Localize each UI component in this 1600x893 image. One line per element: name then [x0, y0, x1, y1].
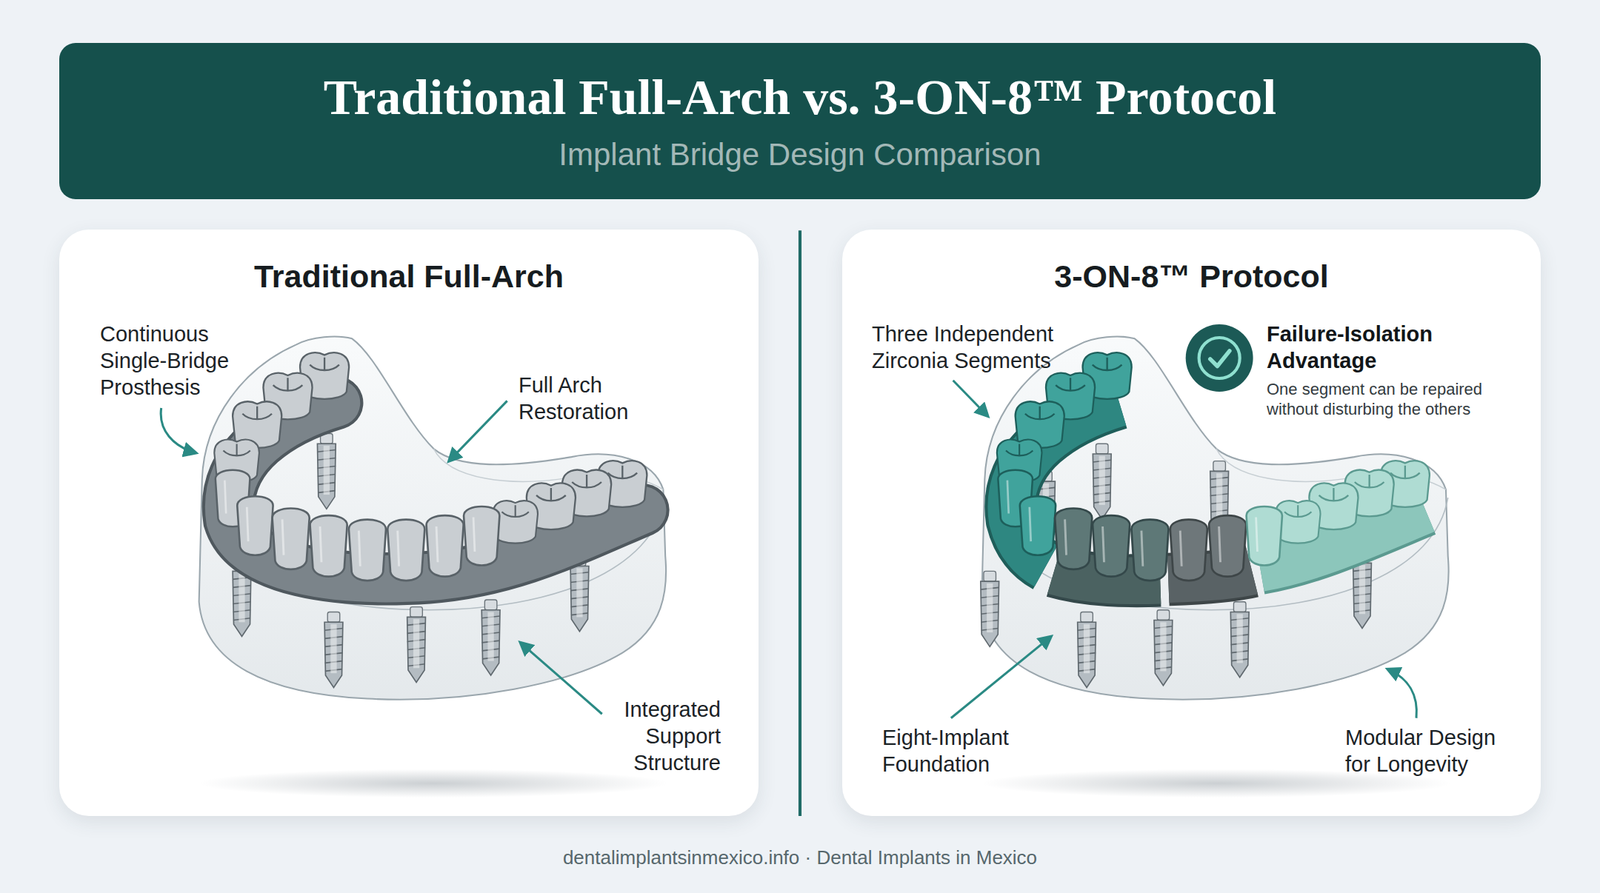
footer-credit: dentalimplantsinmexico.info · Dental Imp…	[59, 845, 1541, 870]
subtitle: Implant Bridge Design Comparison	[59, 136, 1541, 174]
advantage-heading: Failure-Isolation Advantage	[1266, 320, 1460, 375]
callout-label: Full Arch Restoration	[518, 371, 652, 426]
panel-title: 3-ON-8™ Protocol	[842, 257, 1541, 295]
callout-label: Modular Design for Longevity	[1345, 724, 1516, 778]
callout-label: Eight-Implant Foundation	[882, 724, 1038, 778]
main-title: Traditional Full-Arch vs. 3-ON-8™ Protoc…	[59, 67, 1541, 127]
callout-label: Continuous Single-Bridge Prosthesis	[100, 320, 278, 401]
divider-line	[798, 230, 802, 817]
panel-title: Traditional Full-Arch	[59, 257, 759, 295]
advantage-note: One segment can be repaired without dist…	[1266, 379, 1512, 420]
callout-label: Three Independent Zirconia Segments	[871, 320, 1080, 375]
callout-label: Integrated Support Structure	[592, 696, 721, 777]
